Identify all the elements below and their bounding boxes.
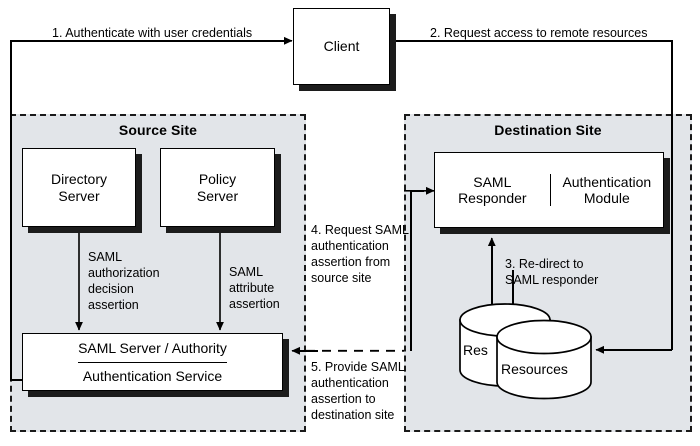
saml-responder-label: SAML Responder: [458, 173, 527, 206]
step-4-label: 4. Request SAML authentication assertion…: [311, 223, 409, 285]
directory-server-label: Directory Server: [50, 171, 107, 204]
step2-line-to-resources: [598, 349, 672, 351]
step-2-label: 2. Request access to remote resources: [430, 26, 648, 40]
authentication-service-cell[interactable]: Authentication Service: [83, 363, 222, 391]
step-5-label: 5. Provide SAML authentication assertion…: [311, 360, 405, 422]
policy-server-node[interactable]: Policy Server: [160, 148, 275, 227]
client-label: Client: [323, 38, 360, 55]
directory-server-node[interactable]: Directory Server: [22, 148, 136, 227]
authentication-module-cell[interactable]: Authentication Module: [551, 174, 663, 206]
destination-server-node[interactable]: SAML Responder Authentication Module: [434, 152, 664, 228]
step3-line-from-resources-stub: [512, 270, 514, 306]
step1-line-to-client: [10, 40, 285, 42]
step1-line-from-auth-service: [10, 379, 26, 381]
saml-server-authority-label: SAML Server / Authority: [78, 339, 227, 356]
client-node[interactable]: Client: [293, 8, 390, 85]
saml-authorization-decision-assertion-label: SAML authorization decision assertion: [88, 250, 160, 312]
step-1-label: 1. Authenticate with user credentials: [52, 26, 253, 40]
source-site-title: Source Site: [118, 122, 198, 138]
saml-server-authority-cell[interactable]: SAML Server / Authority: [78, 334, 227, 363]
step1-line-vertical-left: [10, 40, 12, 381]
policy-server-label: Policy Server: [196, 171, 239, 204]
step4-line-vertical: [410, 190, 412, 351]
step5-line-into-saml-server: [296, 350, 318, 352]
resources-front-label: Resources: [501, 361, 568, 377]
authentication-service-label: Authentication Service: [82, 368, 223, 385]
saml-attribute-assertion-label: SAML attribute assertion: [229, 265, 280, 311]
saml-server-stack-node[interactable]: SAML Server / Authority Authentication S…: [22, 333, 283, 391]
authentication-module-label: Authentication Module: [562, 173, 652, 206]
step2-line-vertical-right: [671, 40, 673, 350]
step3-line-from-resources: [491, 305, 513, 307]
resources-back-label: Res: [463, 342, 488, 358]
step2-line-from-client: [390, 40, 672, 42]
step4-line-to-responder: [410, 190, 424, 192]
step3-line-vertical: [491, 243, 493, 306]
saml-responder-cell[interactable]: SAML Responder: [435, 173, 551, 207]
step-3-label: 3. Re-direct to SAML responder: [505, 257, 599, 287]
destination-site-title: Destination Site: [494, 122, 602, 138]
